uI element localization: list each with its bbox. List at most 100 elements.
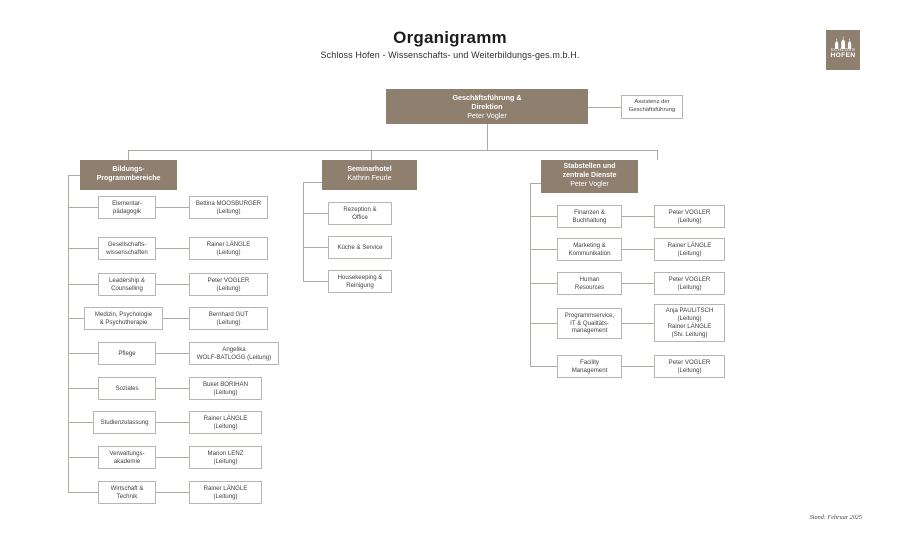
box-division-stabstellen[interactable]: Stabstellen und zentrale Dienste Peter V… bbox=[541, 160, 638, 193]
connector-trunk-seminarhotel bbox=[303, 182, 304, 282]
person-line-1: Marion LENZ bbox=[207, 449, 244, 457]
box-person-leadership-counselling[interactable]: Peter VOGLER(Leitung) bbox=[189, 273, 268, 296]
connector-level2-bus bbox=[128, 150, 658, 151]
person-line-3: Rainer LÄNGLE bbox=[667, 323, 712, 330]
person-line-2: (Leitung) bbox=[677, 315, 702, 323]
person-line-1: Rainer LÄNGLE bbox=[203, 414, 248, 422]
assistenz-line-2: Geschäftsführung bbox=[628, 107, 676, 113]
unit-line-3: management bbox=[571, 327, 608, 335]
unit-line-2: Management bbox=[571, 366, 608, 374]
unit-line-2: Office bbox=[352, 213, 368, 221]
connector-stub-seminarhotel-head bbox=[303, 182, 322, 183]
unit-line-1: Rezeption & bbox=[343, 205, 377, 213]
box-unit-gesellschaftswissenschaften[interactable]: Gesellschafts-wissenschaften bbox=[98, 237, 156, 260]
unit-line-1: Leadership & bbox=[109, 276, 145, 284]
unit-line-1: Medizin, Psychologie bbox=[94, 310, 153, 318]
box-unit-elementarpaedagogik[interactable]: Elementar-pädagogik bbox=[98, 196, 156, 219]
page-title: Organigramm bbox=[393, 28, 507, 47]
connector-stub-hotel-row-3 bbox=[303, 281, 328, 282]
connector-link-row-2 bbox=[156, 248, 189, 249]
connector-stub-row-4 bbox=[68, 318, 98, 319]
person-line-1: Rainer LÄNGLE bbox=[206, 240, 251, 248]
box-person-wirtschaft-technik[interactable]: Rainer LÄNGLE(Leitung) bbox=[189, 481, 262, 504]
box-person-finanzen-buchhaltung[interactable]: Peter VOGLER(Leitung) bbox=[654, 205, 725, 228]
person-line-1: Bettina MOOSBURGER bbox=[195, 199, 262, 207]
person-line-2: (Leitung) bbox=[677, 283, 702, 291]
unit-line-2: Buchhaltung bbox=[572, 216, 607, 224]
box-unit-pflege[interactable]: Pflege bbox=[98, 342, 156, 365]
person-line-1: Peter VOGLER bbox=[668, 275, 711, 283]
person-line-2: (Leitung) bbox=[677, 249, 702, 257]
box-unit-programmservice-it[interactable]: Programmservice, IT & Qualitäts- managem… bbox=[557, 308, 622, 339]
box-person-verwaltungsakademie[interactable]: Marion LENZ(Leitung) bbox=[189, 446, 262, 469]
box-person-medizin-psychologie[interactable]: Bernhard GUT(Leitung) bbox=[189, 307, 268, 330]
division-stabstellen-title-1: Stabstellen und bbox=[563, 163, 616, 171]
connector-stub-row-5 bbox=[68, 353, 98, 354]
unit-line-2: akademie bbox=[113, 457, 141, 465]
connector-drop-bildung bbox=[128, 150, 129, 160]
box-person-human-resources[interactable]: Peter VOGLER(Leitung) bbox=[654, 272, 725, 295]
box-person-marketing-kommunikation[interactable]: Rainer LÄNGLE(Leitung) bbox=[654, 238, 725, 261]
division-seminarhotel-person: Kathrin Feurle bbox=[347, 175, 392, 182]
box-division-seminarhotel[interactable]: Seminarhotel Kathrin Feurle bbox=[322, 160, 417, 190]
connector-stub-stab-row-4 bbox=[530, 323, 557, 324]
connector-link-stab-row-1 bbox=[622, 216, 654, 217]
box-person-studienzulassung[interactable]: Rainer LÄNGLE(Leitung) bbox=[189, 411, 262, 434]
geschaeftsfuehrung-person: Peter Vogler bbox=[467, 111, 507, 121]
person-line-1: Rainer LÄNGLE bbox=[667, 241, 712, 249]
logo-line-2: HOFEN bbox=[830, 51, 856, 59]
person-line-1: Peter VOGLER bbox=[207, 276, 250, 284]
box-person-facility-management[interactable]: Peter VOGLER(Leitung) bbox=[654, 355, 725, 378]
unit-line-1: Programmservice, bbox=[564, 311, 615, 319]
unit-line-1: Marketing & bbox=[573, 241, 606, 249]
box-unit-medizin-psychologie[interactable]: Medizin, Psychologie& Psychotherapie bbox=[84, 307, 163, 330]
connector-drop-stabstellen bbox=[657, 150, 658, 160]
unit-line-1: Facility bbox=[580, 358, 599, 366]
connector-link-row-3 bbox=[156, 284, 189, 285]
box-unit-rezeption-office[interactable]: Rezeption &Office bbox=[328, 202, 392, 225]
box-unit-wirtschaft-technik[interactable]: Wirtschaft &Technik bbox=[98, 481, 156, 504]
connector-link-row-7 bbox=[156, 422, 189, 423]
box-unit-studienzulassung[interactable]: Studienzulassung bbox=[93, 411, 156, 434]
box-unit-housekeeping-reinigung[interactable]: Housekeeping &Reinigung bbox=[328, 270, 392, 293]
box-unit-marketing-kommunikation[interactable]: Marketing &Kommunikation bbox=[557, 238, 622, 261]
unit-line-1: Finanzen & bbox=[574, 208, 605, 216]
box-person-elementarpaedagogik[interactable]: Bettina MOOSBURGER(Leitung) bbox=[189, 196, 268, 219]
unit-line-2: Resources bbox=[574, 283, 605, 291]
connector-top-stem bbox=[487, 123, 488, 150]
connector-link-stab-row-3 bbox=[622, 283, 654, 284]
connector-trunk-bildung bbox=[68, 175, 69, 492]
unit-line-1: Elementar- bbox=[112, 199, 142, 207]
box-unit-finanzen-buchhaltung[interactable]: Finanzen &Buchhaltung bbox=[557, 205, 622, 228]
person-line-1: Angelika bbox=[222, 345, 246, 353]
connector-link-row-5 bbox=[156, 353, 189, 354]
box-division-bildung[interactable]: Bildungs- Programmbereiche bbox=[80, 160, 177, 190]
box-person-soziales[interactable]: Buket BORIHAN(Leitung) bbox=[189, 377, 262, 400]
connector-stub-bildung-head bbox=[68, 175, 80, 176]
connector-link-stab-row-2 bbox=[622, 249, 654, 250]
box-unit-soziales[interactable]: Soziales bbox=[98, 377, 156, 400]
box-unit-verwaltungsakademie[interactable]: Verwaltungs-akademie bbox=[98, 446, 156, 469]
unit-line-2: Reinigung bbox=[346, 281, 374, 289]
assistenz-line-1: Assistenz der bbox=[634, 99, 670, 106]
person-line-4: (Stv. Leitung) bbox=[671, 330, 708, 338]
box-geschaeftsfuehrung[interactable]: Geschäftsführung & Direktion Peter Vogle… bbox=[386, 89, 588, 124]
box-person-gesellschaftswissenschaften[interactable]: Rainer LÄNGLE(Leitung) bbox=[189, 237, 268, 260]
person-line-2: (Leitung) bbox=[216, 284, 241, 292]
unit-line-1: Wirtschaft & bbox=[110, 484, 144, 492]
person-line-2: WOLF-BATLOGG (Leitung) bbox=[196, 353, 272, 361]
connector-link-row-8 bbox=[156, 457, 189, 458]
box-unit-kueche-service[interactable]: Küche & Service bbox=[328, 236, 392, 259]
person-line-2: (Leitung) bbox=[213, 457, 238, 465]
box-unit-leadership-counselling[interactable]: Leadership &Counselling bbox=[98, 273, 156, 296]
box-person-programmservice-it[interactable]: Anja PAULITSCH (Leitung) Rainer LÄNGLE (… bbox=[654, 304, 725, 342]
person-line-1: Buket BORIHAN bbox=[202, 380, 249, 388]
box-assistenz[interactable]: Assistenz der Geschäftsführung bbox=[621, 95, 683, 119]
division-bildung-title-2: Programmbereiche bbox=[96, 175, 161, 182]
schloss-hofen-logo: SCHLOSS HOFEN bbox=[826, 30, 860, 70]
geschaeftsfuehrung-title-2: Direktion bbox=[471, 101, 503, 111]
